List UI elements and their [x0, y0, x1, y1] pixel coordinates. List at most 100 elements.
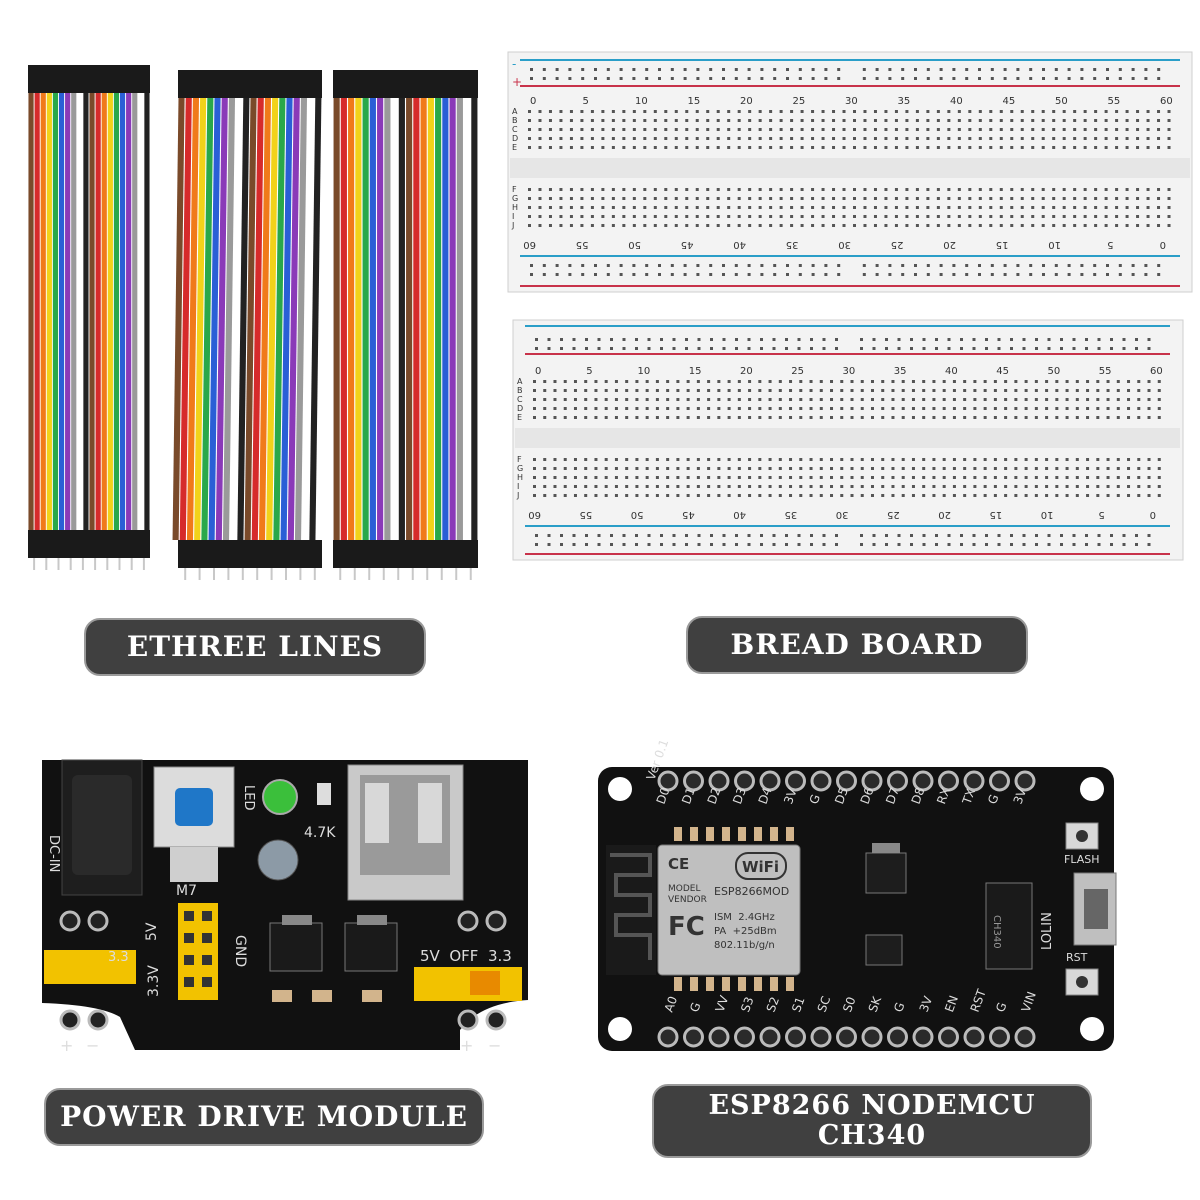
column-number: 5: [1098, 509, 1104, 520]
column-number: 60: [1150, 366, 1163, 377]
flash-label: FLASH: [1064, 853, 1100, 866]
row-letter: C: [512, 125, 518, 134]
column-number: 0: [535, 366, 541, 377]
column-number: 20: [740, 366, 753, 377]
column-number: 5: [583, 96, 589, 107]
power-switch-button[interactable]: [175, 788, 213, 826]
pin-label-top: D5: [832, 785, 851, 806]
ce-mark: CE: [668, 855, 689, 873]
micro-usb-port[interactable]: [1073, 872, 1117, 946]
header-pin: [887, 1026, 908, 1048]
row-letter: G: [517, 464, 523, 473]
column-number: 15: [996, 239, 1009, 250]
pin-label-top: D1: [679, 785, 698, 806]
label-esp-board: ESP8266 NODEMCU CH340: [652, 1084, 1092, 1158]
column-number: 5: [1107, 239, 1113, 250]
label-esp-line2: CH340: [817, 1120, 927, 1151]
column-number: 50: [1055, 96, 1068, 107]
row-letter: I: [512, 212, 514, 221]
header-pin: [938, 1026, 959, 1048]
std-text: 802.11b/g/n: [714, 940, 775, 951]
pin-label-bottom: S1: [789, 995, 807, 1014]
row-letter: H: [517, 473, 523, 482]
pin-label-top: G: [985, 792, 1001, 806]
column-number: 25: [791, 366, 804, 377]
row-letter: E: [517, 413, 522, 422]
pin-label-bottom: S2: [764, 995, 782, 1014]
label-power-text: POWER DRIVE MODULE: [60, 1099, 468, 1133]
column-number: 45: [1003, 96, 1016, 107]
pin-label-top: TX: [959, 787, 978, 807]
column-number: 15: [688, 96, 701, 107]
v33-label: 3.3V: [146, 965, 162, 997]
module-name: ESP8266MOD: [714, 885, 789, 898]
pin-label-top: D0: [654, 785, 673, 806]
column-number: 50: [1048, 366, 1061, 377]
header-pin: [861, 1026, 883, 1048]
column-number: 10: [1041, 509, 1054, 520]
led-icon: [262, 779, 298, 815]
header-pin: [989, 770, 1010, 792]
column-number: 30: [836, 509, 849, 520]
pin-label-bottom: A0: [662, 994, 681, 1014]
m7-label: M7: [176, 883, 197, 899]
column-number: 55: [580, 509, 593, 520]
right-plus-label: +: [460, 1036, 473, 1055]
column-number: 45: [682, 509, 695, 520]
header-pin: [989, 1026, 1010, 1048]
header-pin: [1014, 770, 1036, 792]
row-letter: C: [517, 395, 523, 404]
column-number: 35: [785, 509, 798, 520]
header-pin: [836, 770, 857, 792]
label-esp-line1: ESP8266 NODEMCU: [708, 1090, 1036, 1122]
column-number: 40: [945, 366, 958, 377]
led-label: LED: [241, 785, 256, 810]
pin-label-bottom: S3: [738, 995, 756, 1014]
header-pin: [912, 1026, 934, 1048]
column-number: 35: [786, 239, 799, 250]
column-number: 45: [681, 239, 694, 250]
column-number: 35: [898, 96, 911, 107]
pin-label-bottom: VIN: [1019, 990, 1039, 1014]
pin-label-top: D7: [883, 785, 902, 806]
pin-label-bottom: VV: [713, 993, 732, 1014]
lolin-label: LOLIN: [1040, 912, 1055, 950]
voltage-selector-jumper[interactable]: [414, 967, 522, 1001]
row-letter: J: [516, 491, 519, 500]
header-pin: [963, 770, 985, 792]
header-pin: [683, 770, 704, 792]
pin-label-top: D3: [730, 785, 749, 806]
left-plus-label: +: [60, 1036, 73, 1055]
power-module-image: DC-IN M7 LED 4.7K 5V 3.3V GND 3.3 5V OFF…: [42, 759, 528, 1055]
header-pin: [734, 770, 755, 792]
gnd-label: GND: [232, 935, 248, 967]
row-letter: D: [512, 134, 518, 143]
column-number: 25: [891, 239, 904, 250]
model-text: MODEL: [668, 884, 700, 894]
column-number: 15: [689, 366, 702, 377]
header-pin: [938, 770, 959, 792]
pin-label-top: D2: [705, 785, 724, 806]
vendor-text: VENDOR: [668, 895, 707, 905]
pin-label-bottom: G: [891, 1000, 907, 1014]
left-minus-label: −: [86, 1036, 99, 1055]
resistor-label: 4.7K: [304, 825, 336, 841]
rail-minus-label: -: [512, 57, 516, 71]
pin-label-top: D4: [756, 785, 775, 806]
pin-label-top: 3V: [1011, 786, 1030, 806]
pin-label-bottom: SC: [815, 994, 834, 1014]
header-pin: [759, 1026, 781, 1048]
column-number: 55: [1108, 96, 1121, 107]
pin-label-top: 3V: [781, 786, 800, 806]
row-letter: H: [512, 203, 518, 212]
header-pin: [810, 1026, 832, 1048]
header-pin: [708, 770, 730, 792]
capacitor-icon: [257, 839, 299, 881]
column-number: 25: [887, 509, 900, 520]
column-number: 30: [838, 239, 851, 250]
column-number: 40: [733, 239, 746, 250]
pa-text: PA +25dBm: [714, 926, 777, 937]
header-pin: [963, 1026, 985, 1048]
pin-label-bottom: G: [687, 1000, 703, 1014]
